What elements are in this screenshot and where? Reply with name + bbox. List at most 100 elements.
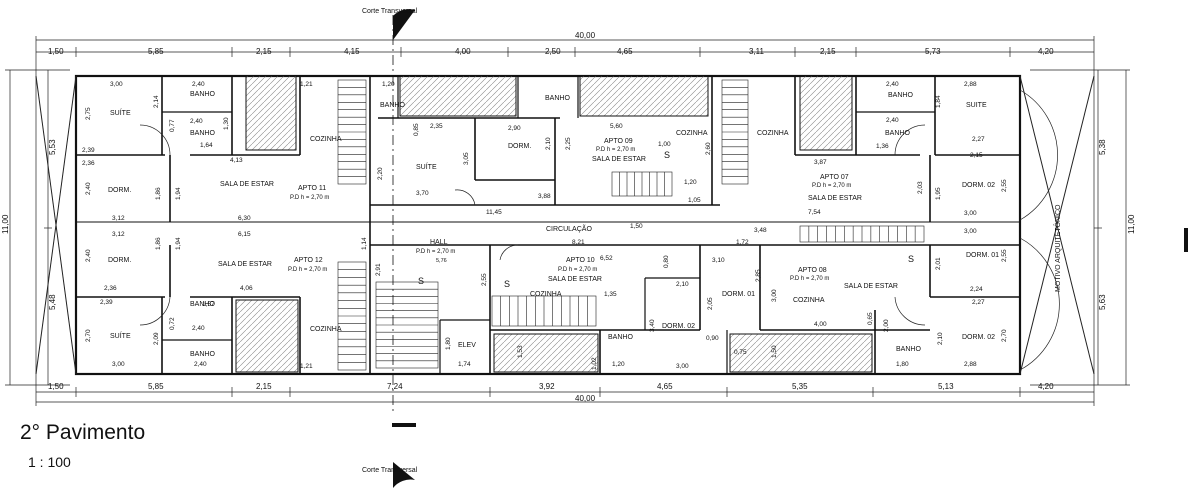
dim-inner: 2,00	[883, 319, 890, 332]
label-dorm01-10: DORM. 01	[722, 291, 755, 298]
dim-inner: 1,02	[591, 357, 598, 370]
dim-bottom-4: 7,24	[387, 382, 403, 391]
dim-inner: 5,76	[436, 258, 447, 264]
dim-inner: 3,00	[112, 361, 125, 368]
dim-inner: 4,00	[814, 321, 827, 328]
dim-inner: 3,05	[463, 152, 470, 165]
dim-inner: 1,53	[517, 345, 524, 358]
label-banho-12a: BANHO	[190, 301, 215, 308]
dim-inner: 2,39	[82, 147, 95, 154]
label-dorm01-08: DORM. 01	[966, 252, 999, 259]
door-swings	[139, 89, 1060, 371]
inner-dimensions: 3,00 2,40 2,75 2,14 2,40 0,77 1,30 1,64 …	[82, 81, 1008, 370]
dim-inner: 2,27	[972, 136, 985, 143]
dim-inner: 5,60	[610, 123, 623, 130]
label-pd-11: P.D h = 2,70 m	[290, 195, 329, 201]
label-motivo: MOTIVO ARQUITETÔNICO	[1053, 204, 1062, 292]
dim-inner: 1,20	[612, 361, 625, 368]
label-cozinha-09: COZINHA	[676, 130, 708, 137]
label-banho-11a: BANHO	[190, 91, 215, 98]
dim-inner: 3,87	[814, 159, 827, 166]
dim-inner: 2,10	[676, 281, 689, 288]
dim-inner: 1,74	[458, 361, 471, 368]
label-pd-10: P.D h = 2,70 m	[558, 267, 597, 273]
label-suite-11: SUÍTE	[110, 108, 131, 117]
label-banho-08: BANHO	[896, 346, 921, 353]
dim-inner: 2,40	[85, 182, 92, 195]
dim-right-top: 5,38	[1098, 139, 1107, 155]
dim-inner: 2,24	[970, 286, 983, 293]
dim-inner: 2,55	[1001, 179, 1008, 192]
dim-inner: 2,03	[917, 181, 924, 194]
label-hall: HALL	[430, 239, 448, 246]
dim-inner: 3,00	[964, 210, 977, 217]
dim-left-bottom: 5,48	[48, 294, 57, 310]
dim-bottom-8: 5,13	[938, 382, 954, 391]
dim-bottom-7: 5,35	[792, 382, 808, 391]
label-banho-07b: BANHO	[885, 130, 910, 137]
dim-top-9: 2,15	[820, 47, 836, 56]
label-apto07: APTO 07	[820, 174, 849, 181]
label-dorm-11: DORM.	[108, 187, 131, 194]
dim-inner: 2,40	[192, 325, 205, 332]
dim-top-10: 5,73	[925, 47, 941, 56]
dim-inner: 2,10	[937, 332, 944, 345]
label-apto12: APTO 12	[294, 257, 323, 264]
dim-inner: 1,80	[896, 361, 909, 368]
label-sala-12: SALA DE ESTAR	[218, 261, 272, 268]
dim-inner: 2,40	[886, 81, 899, 88]
dim-inner: 1,80	[445, 337, 452, 350]
dim-bottom-2: 5,85	[148, 382, 164, 391]
dim-inner: 1,05	[688, 197, 701, 204]
dim-inner: 0,77	[169, 119, 176, 132]
label-circulacao: CIRCULAÇÃO	[546, 224, 592, 233]
dim-bottom-1: 1,50	[48, 382, 64, 391]
section-label-bottom: Corte Transversal	[362, 467, 418, 474]
dim-inner: 1,50	[630, 223, 643, 230]
dim-inner: 2,55	[481, 273, 488, 286]
dim-inner: 2,14	[153, 95, 160, 108]
dim-top-4: 4,15	[344, 47, 360, 56]
dim-inner: 2,88	[964, 81, 977, 88]
dim-inner: 2,15	[970, 152, 983, 159]
label-s-10: S	[504, 279, 510, 289]
dim-inner: 11,45	[486, 209, 502, 216]
drawing-title: 2° Pavimento	[20, 421, 146, 444]
dim-bottom-5: 3,92	[539, 382, 555, 391]
label-pd-12: P.D h = 2,70 m	[288, 267, 327, 273]
walls	[74, 74, 1022, 376]
dim-bottom-3: 2,15	[256, 382, 272, 391]
dim-inner: 2,55	[1001, 249, 1008, 262]
dim-inner: 2,40	[194, 361, 207, 368]
label-elev: ELEV	[458, 342, 476, 349]
dim-inner: 2,05	[707, 297, 714, 310]
dim-right-total: 11,00	[1127, 214, 1136, 234]
label-dorm02-08: DORM. 02	[962, 334, 995, 341]
dim-inner: 1,95	[935, 187, 942, 200]
label-banho-09a: BANHO	[380, 102, 405, 109]
label-apto08: APTO 08	[798, 267, 827, 274]
label-apto11: APTO 11	[298, 185, 326, 192]
label-banho-07a: BANHO	[888, 92, 913, 99]
dim-inner: 2,40	[190, 118, 203, 125]
dim-inner: 1,20	[382, 81, 395, 88]
dim-top-7: 4,65	[617, 47, 633, 56]
dim-inner: 1,86	[155, 187, 162, 200]
dim-inner: 2,36	[104, 285, 117, 292]
section-arrow-top-icon	[393, 9, 415, 40]
dim-inner: 3,00	[771, 289, 778, 302]
drawing-scale: 1 : 100	[28, 454, 71, 470]
dim-inner: 2,10	[545, 137, 552, 150]
dim-top-11: 4,20	[1038, 47, 1054, 56]
dim-inner: 3,40	[649, 319, 656, 332]
dim-right-bottom: 5,63	[1098, 294, 1107, 310]
dim-inner: 0,90	[706, 335, 719, 342]
dim-inner: 1,35	[604, 291, 617, 298]
dim-inner: 2,09	[153, 332, 160, 345]
dim-inner: 0,80	[663, 255, 670, 268]
label-dorm02-07: DORM. 02	[962, 182, 995, 189]
label-sala-07: SALA DE ESTAR	[808, 195, 862, 202]
section-arrow-bottom-icon	[393, 462, 415, 488]
dim-inner: 2,88	[964, 361, 977, 368]
overall-dimensions: 40,00 40,00 1,50 5,85 2,15 4,15 4,00 2,5…	[1, 31, 1136, 403]
